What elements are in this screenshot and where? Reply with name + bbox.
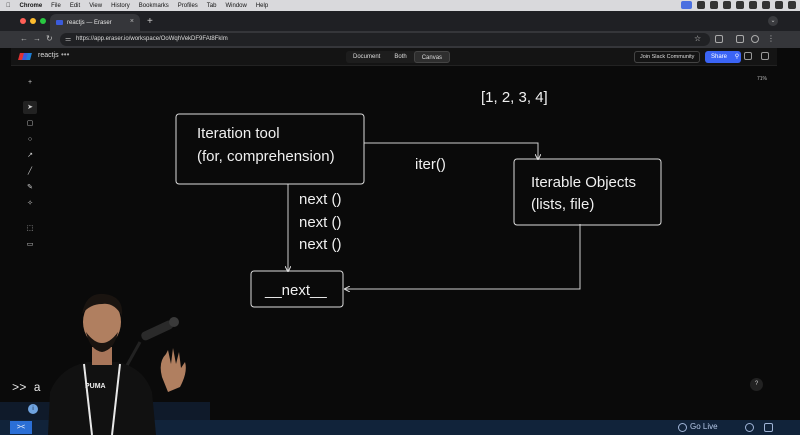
chrome-menu-icon[interactable]: ⋮: [767, 34, 775, 43]
wifi-icon[interactable]: [749, 1, 757, 9]
bluetooth-icon[interactable]: [723, 1, 731, 9]
workspace-more-button[interactable]: •••: [61, 50, 70, 59]
canvas-toolbar: + ➤ ▢ ○ ↗ ╱ ✎ ✧ ⬚ ▭: [23, 76, 37, 256]
screen-record-icon[interactable]: [681, 1, 692, 9]
join-slack-button[interactable]: Join Slack Community: [634, 51, 701, 63]
close-window-button[interactable]: [20, 18, 26, 24]
magic-icon[interactable]: ✧: [27, 200, 33, 207]
minimize-window-button[interactable]: [30, 18, 36, 24]
circle-icon[interactable]: ○: [27, 136, 33, 143]
return-arrow[interactable]: [345, 224, 581, 289]
eraser-logo-icon[interactable]: [18, 53, 32, 60]
info-icon[interactable]: i: [28, 404, 38, 414]
menu-file[interactable]: File: [46, 2, 61, 9]
tab-strip: reactjs — Eraser × + ⌄: [0, 11, 800, 31]
search-icon[interactable]: [762, 1, 770, 9]
siri-icon[interactable]: [788, 1, 796, 9]
next-call-label[interactable]: next (): [299, 191, 342, 208]
new-tab-button[interactable]: +: [147, 16, 153, 27]
browser-tab[interactable]: reactjs — Eraser ×: [50, 14, 140, 31]
close-tab-icon[interactable]: ×: [129, 18, 134, 25]
display-icon[interactable]: [736, 1, 744, 9]
iteration-tool-label: Iteration tool: [197, 125, 280, 142]
pen-icon[interactable]: ✎: [27, 184, 33, 191]
export-icon[interactable]: [761, 52, 769, 60]
share-button[interactable]: Share ⚲: [705, 51, 741, 63]
address-row: ← → ↻ ⚌ https://app.eraser.io/workspace/…: [0, 31, 800, 48]
url-text: https://app.eraser.io/workspace/OoWqhVek…: [76, 36, 228, 42]
menu-bookmarks[interactable]: Bookmarks: [134, 2, 169, 9]
status-icon[interactable]: [710, 1, 718, 9]
profile-avatar[interactable]: [751, 35, 759, 43]
next-dunder-label: __next__: [264, 282, 327, 299]
line-icon[interactable]: ╱: [27, 168, 33, 175]
status-icons: [681, 1, 796, 9]
iterable-objects-label: Iterable Objects: [531, 174, 636, 191]
next-dunder-box[interactable]: [250, 270, 344, 308]
tab-search-button[interactable]: ⌄: [768, 16, 778, 26]
window-controls: [20, 18, 46, 24]
notifications-bell-icon[interactable]: [764, 423, 773, 432]
extensions-icon[interactable]: [715, 35, 723, 43]
back-button[interactable]: ←: [20, 34, 28, 43]
menu-help[interactable]: Help: [251, 2, 268, 9]
iteration-tool-box[interactable]: [175, 113, 365, 185]
remote-window-icon[interactable]: ><: [10, 421, 32, 434]
arrow-icon[interactable]: ↗: [27, 152, 33, 159]
next-call-label[interactable]: next (): [299, 236, 342, 253]
app-header: reactjs ••• Document Both Canvas Join Sl…: [11, 48, 777, 66]
status-bar: [0, 420, 800, 435]
add-icon[interactable]: +: [27, 79, 33, 86]
shirt-logo: PUMA: [85, 383, 106, 390]
zoom-level[interactable]: 71%: [756, 76, 767, 82]
zoom-window-button[interactable]: [40, 18, 46, 24]
control-center-icon[interactable]: [775, 1, 783, 9]
mac-menu-bar:  Chrome File Edit View History Bookmark…: [0, 0, 800, 11]
diagram: [1, 2, 3, 4] Iteration tool (for, compre…: [175, 89, 662, 308]
tab-document[interactable]: Document: [353, 54, 381, 60]
menu-edit[interactable]: Edit: [65, 2, 80, 9]
side-panel-icon[interactable]: [736, 35, 744, 43]
menu-view[interactable]: View: [84, 2, 102, 9]
next-call-label[interactable]: next (): [299, 214, 342, 231]
forward-button[interactable]: →: [33, 34, 41, 43]
broadcast-icon[interactable]: [678, 423, 687, 432]
list-literal-text[interactable]: [1, 2, 3, 4]: [481, 89, 548, 106]
terminal-prompt: >> a: [12, 381, 41, 395]
comment-icon[interactable]: ▭: [26, 241, 34, 248]
iterable-objects-sublabel: (lists, file): [531, 196, 594, 213]
workspace-name[interactable]: reactjs: [38, 52, 59, 59]
go-live-button[interactable]: Go Live: [690, 422, 718, 431]
site-info-icon[interactable]: ⚌: [65, 36, 72, 43]
tab-canvas[interactable]: Canvas: [413, 51, 451, 63]
presenter-webcam-overlay: PUMA: [48, 293, 186, 435]
tab-title: reactjs — Eraser: [67, 19, 112, 26]
tab-both[interactable]: Both: [394, 54, 407, 60]
share-label: Share: [711, 54, 728, 60]
view-switcher: Document Both Canvas: [346, 51, 451, 63]
comments-icon[interactable]: [744, 52, 752, 60]
menu-tab[interactable]: Tab: [202, 2, 217, 9]
eraser-favicon-icon: [56, 20, 63, 25]
address-bar[interactable]: ⚌ https://app.eraser.io/workspace/OoWqhV…: [60, 33, 710, 46]
reload-button[interactable]: ↻: [46, 34, 53, 43]
accounts-icon[interactable]: [745, 423, 754, 432]
help-button[interactable]: ?: [750, 378, 763, 391]
iter-call-label[interactable]: iter(): [415, 156, 446, 173]
link-icon: ⚲: [734, 54, 740, 60]
apple-icon[interactable]: : [6, 3, 11, 9]
pointer-icon[interactable]: ➤: [23, 101, 37, 114]
iter-arrow[interactable]: [364, 142, 538, 159]
iteration-tool-sublabel: (for, comprehension): [197, 148, 335, 165]
status-icon[interactable]: [697, 1, 705, 9]
menu-window[interactable]: Window: [220, 2, 246, 9]
menu-history[interactable]: History: [106, 2, 130, 9]
menu-chrome[interactable]: Chrome: [15, 2, 43, 9]
rectangle-icon[interactable]: ▢: [26, 120, 34, 127]
iterable-objects-box[interactable]: [513, 158, 662, 226]
frame-icon[interactable]: ⬚: [26, 225, 34, 232]
menu-profiles[interactable]: Profiles: [173, 2, 198, 9]
bookmark-star-icon[interactable]: ☆: [694, 34, 702, 43]
